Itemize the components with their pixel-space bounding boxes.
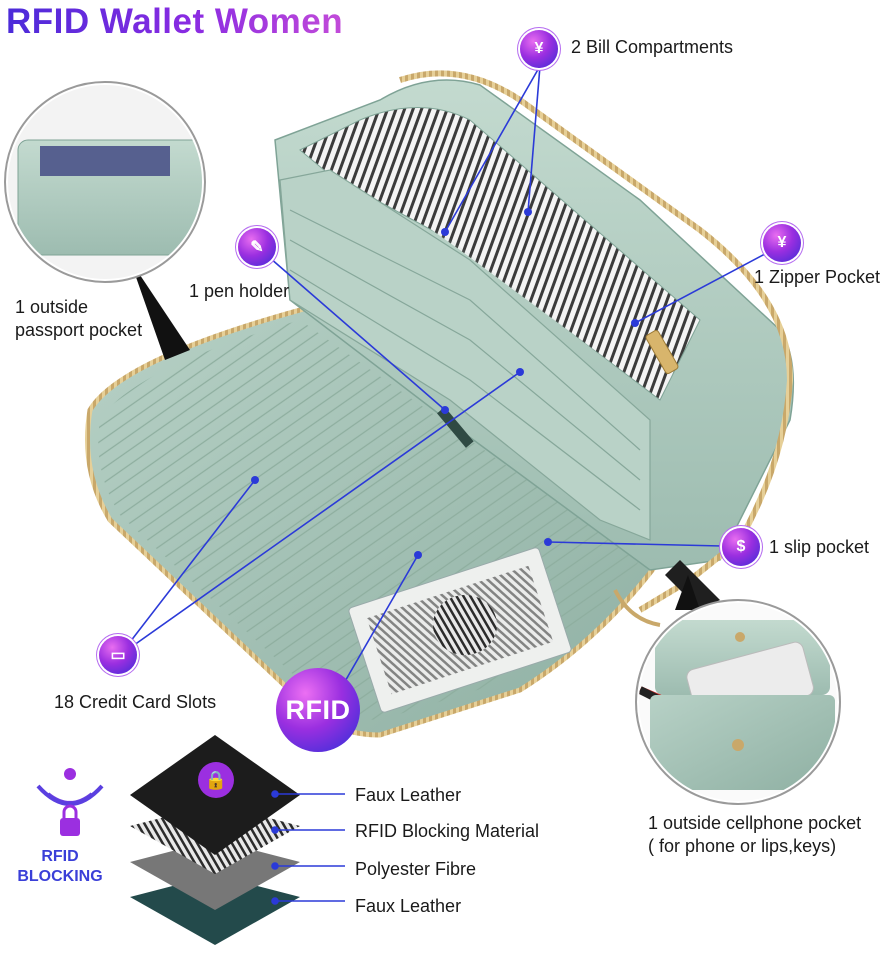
rfid-blocking-line2: BLOCKING xyxy=(17,868,103,885)
rfid-badge: RFID xyxy=(276,668,360,752)
layer-label-4: Faux Leather xyxy=(355,896,462,916)
label-cellphone-line1: 1 outside cellphone pocket xyxy=(648,813,862,833)
layer-label-3: Polyester Fibre xyxy=(355,859,477,879)
layer-label-1: Faux Leather xyxy=(355,785,462,805)
label-passport-line2: passport pocket xyxy=(15,320,143,340)
label-cellphone-line2: ( for phone or lips,keys) xyxy=(648,836,837,856)
wifi-signal-icon xyxy=(30,766,110,846)
rfid-blocking-line1: RFID xyxy=(41,848,79,865)
label-slip-pocket: 1 slip pocket xyxy=(769,537,870,557)
rfid-blocking-label: RFID BLOCKING xyxy=(15,847,105,887)
coins-icon: ¥ xyxy=(520,30,558,68)
page-title: RFID Wallet Women xyxy=(6,2,344,41)
lock-icon: 🔒 xyxy=(198,762,234,798)
label-credit-card-slots: 18 Credit Card Slots xyxy=(54,692,217,712)
label-passport-line1: 1 outside xyxy=(15,297,89,317)
yen-icon: ¥ xyxy=(763,224,801,262)
credit-card-icon: ▭ xyxy=(99,636,137,674)
label-zipper-pocket: 1 Zipper Pocket xyxy=(754,267,881,287)
label-bill-compartments: 2 Bill Compartments xyxy=(571,37,734,57)
layer-label-2: RFID Blocking Material xyxy=(355,821,540,841)
money-bag-icon: $ xyxy=(722,528,760,566)
label-pen-holder: 1 pen holder xyxy=(189,281,290,301)
pen-icon: ✎ xyxy=(238,228,276,266)
